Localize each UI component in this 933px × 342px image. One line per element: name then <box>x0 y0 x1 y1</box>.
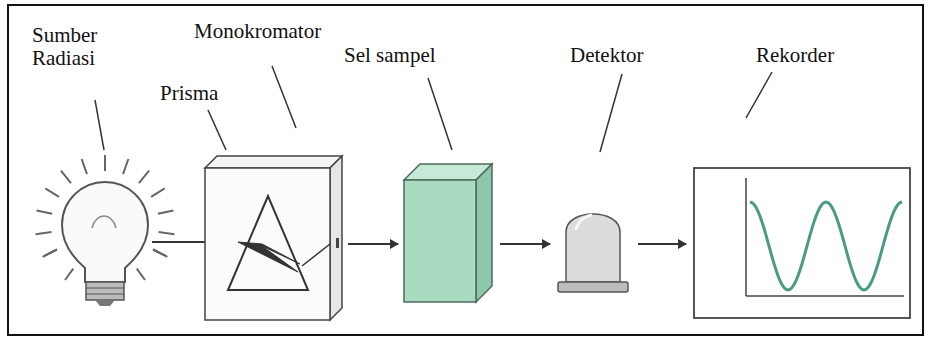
part-label: Sel sampel <box>344 44 474 67</box>
monochromator-box <box>205 156 342 320</box>
part-label: Sumber Radiasi <box>32 24 118 70</box>
detector <box>558 214 628 292</box>
recorder <box>694 168 910 318</box>
part-label: Prisma <box>160 82 250 105</box>
part-label: Detektor <box>570 44 680 67</box>
light-bulb <box>36 155 175 306</box>
sample-cell <box>404 164 492 302</box>
part-label: Monokromator <box>194 20 354 43</box>
frame <box>8 5 923 335</box>
part-label: Rekorder <box>756 44 876 67</box>
prism <box>228 196 308 290</box>
leader-lines <box>95 66 772 152</box>
